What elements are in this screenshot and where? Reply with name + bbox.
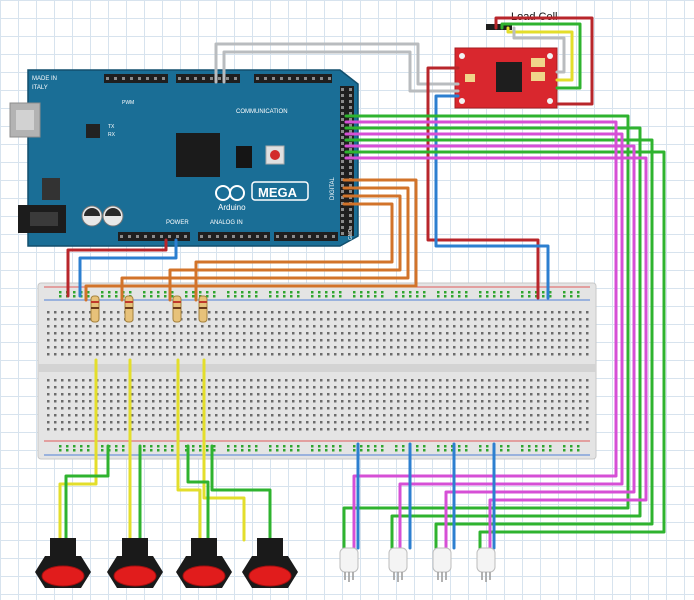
communication-label: COMMUNICATION — [236, 109, 288, 115]
leds — [339, 547, 496, 582]
hx711-module — [454, 47, 558, 109]
mega-label: MEGA — [258, 185, 298, 200]
analog-in-label: ANALOG IN — [210, 220, 243, 226]
wire-green-btn-3 — [186, 444, 210, 542]
wire-gray-1 — [214, 42, 460, 86]
resistor-4 — [198, 295, 208, 323]
wire-power-red — [66, 238, 168, 298]
wire-magenta-2 — [344, 132, 624, 550]
wire-green-btn-4 — [210, 444, 272, 542]
push-button-1 — [35, 538, 91, 588]
wire-loadcell-green — [500, 22, 582, 90]
wire-orange-1 — [84, 178, 418, 302]
resistors — [90, 295, 208, 323]
header-pins — [106, 77, 352, 238]
wire-loadcell-gray — [512, 26, 566, 74]
arduino-mega-board: MADE IN ITALY PWM TX RX COMMUNICATION ME… — [9, 69, 359, 247]
resistor-1 — [90, 295, 100, 323]
wire-power-blue — [78, 238, 178, 298]
push-button-3 — [176, 538, 232, 588]
made-in-label: MADE IN — [32, 76, 57, 82]
wire-hx711-blue — [434, 94, 550, 300]
push-buttons — [35, 538, 298, 588]
load-cell-connector — [486, 24, 512, 30]
wire-green-4 — [344, 150, 666, 550]
push-button-2 — [107, 538, 163, 588]
wire-orange-3 — [168, 194, 402, 302]
wire-magenta-4 — [344, 156, 648, 550]
wire-hx711-red — [426, 66, 540, 300]
pwm-label: PWM — [122, 100, 134, 106]
wire-magenta-3 — [344, 144, 636, 550]
wire-green-btn-1 — [64, 444, 110, 542]
power-label: POWER — [166, 220, 189, 226]
wire-loadcell-red — [494, 16, 594, 106]
reset-button — [270, 150, 280, 160]
tx-label: TX — [108, 124, 115, 130]
led-1 — [339, 547, 359, 582]
italy-label: ITALY — [32, 85, 48, 91]
wire-gray-2 — [222, 50, 460, 93]
microcontroller-chip — [176, 133, 220, 177]
wire-green-2 — [344, 126, 642, 550]
arduino-logo — [215, 185, 245, 201]
breadboard-holes — [47, 291, 589, 452]
digital-label: DIGITAL — [330, 176, 336, 200]
wire-orange-4 — [194, 202, 394, 302]
resistor-3 — [172, 295, 182, 323]
wire-magenta-1 — [344, 120, 618, 550]
wire-loadcell-yellow — [506, 26, 574, 82]
push-button-4 — [242, 538, 298, 588]
resistor-2 — [124, 295, 134, 323]
wire-orange-2 — [120, 186, 410, 302]
wire-yellow-3 — [176, 358, 202, 542]
breadboard — [37, 282, 597, 460]
led-4 — [476, 547, 496, 582]
wires — [58, 16, 666, 550]
wire-yellow-1 — [58, 358, 98, 542]
arduino-label: Arduino — [218, 203, 246, 212]
led-3 — [432, 547, 452, 582]
rx-label: RX — [108, 132, 116, 138]
wire-green-3 — [344, 138, 654, 550]
led-2 — [388, 547, 408, 582]
wire-green-1 — [342, 114, 630, 550]
wire-yellow-4 — [202, 358, 246, 542]
